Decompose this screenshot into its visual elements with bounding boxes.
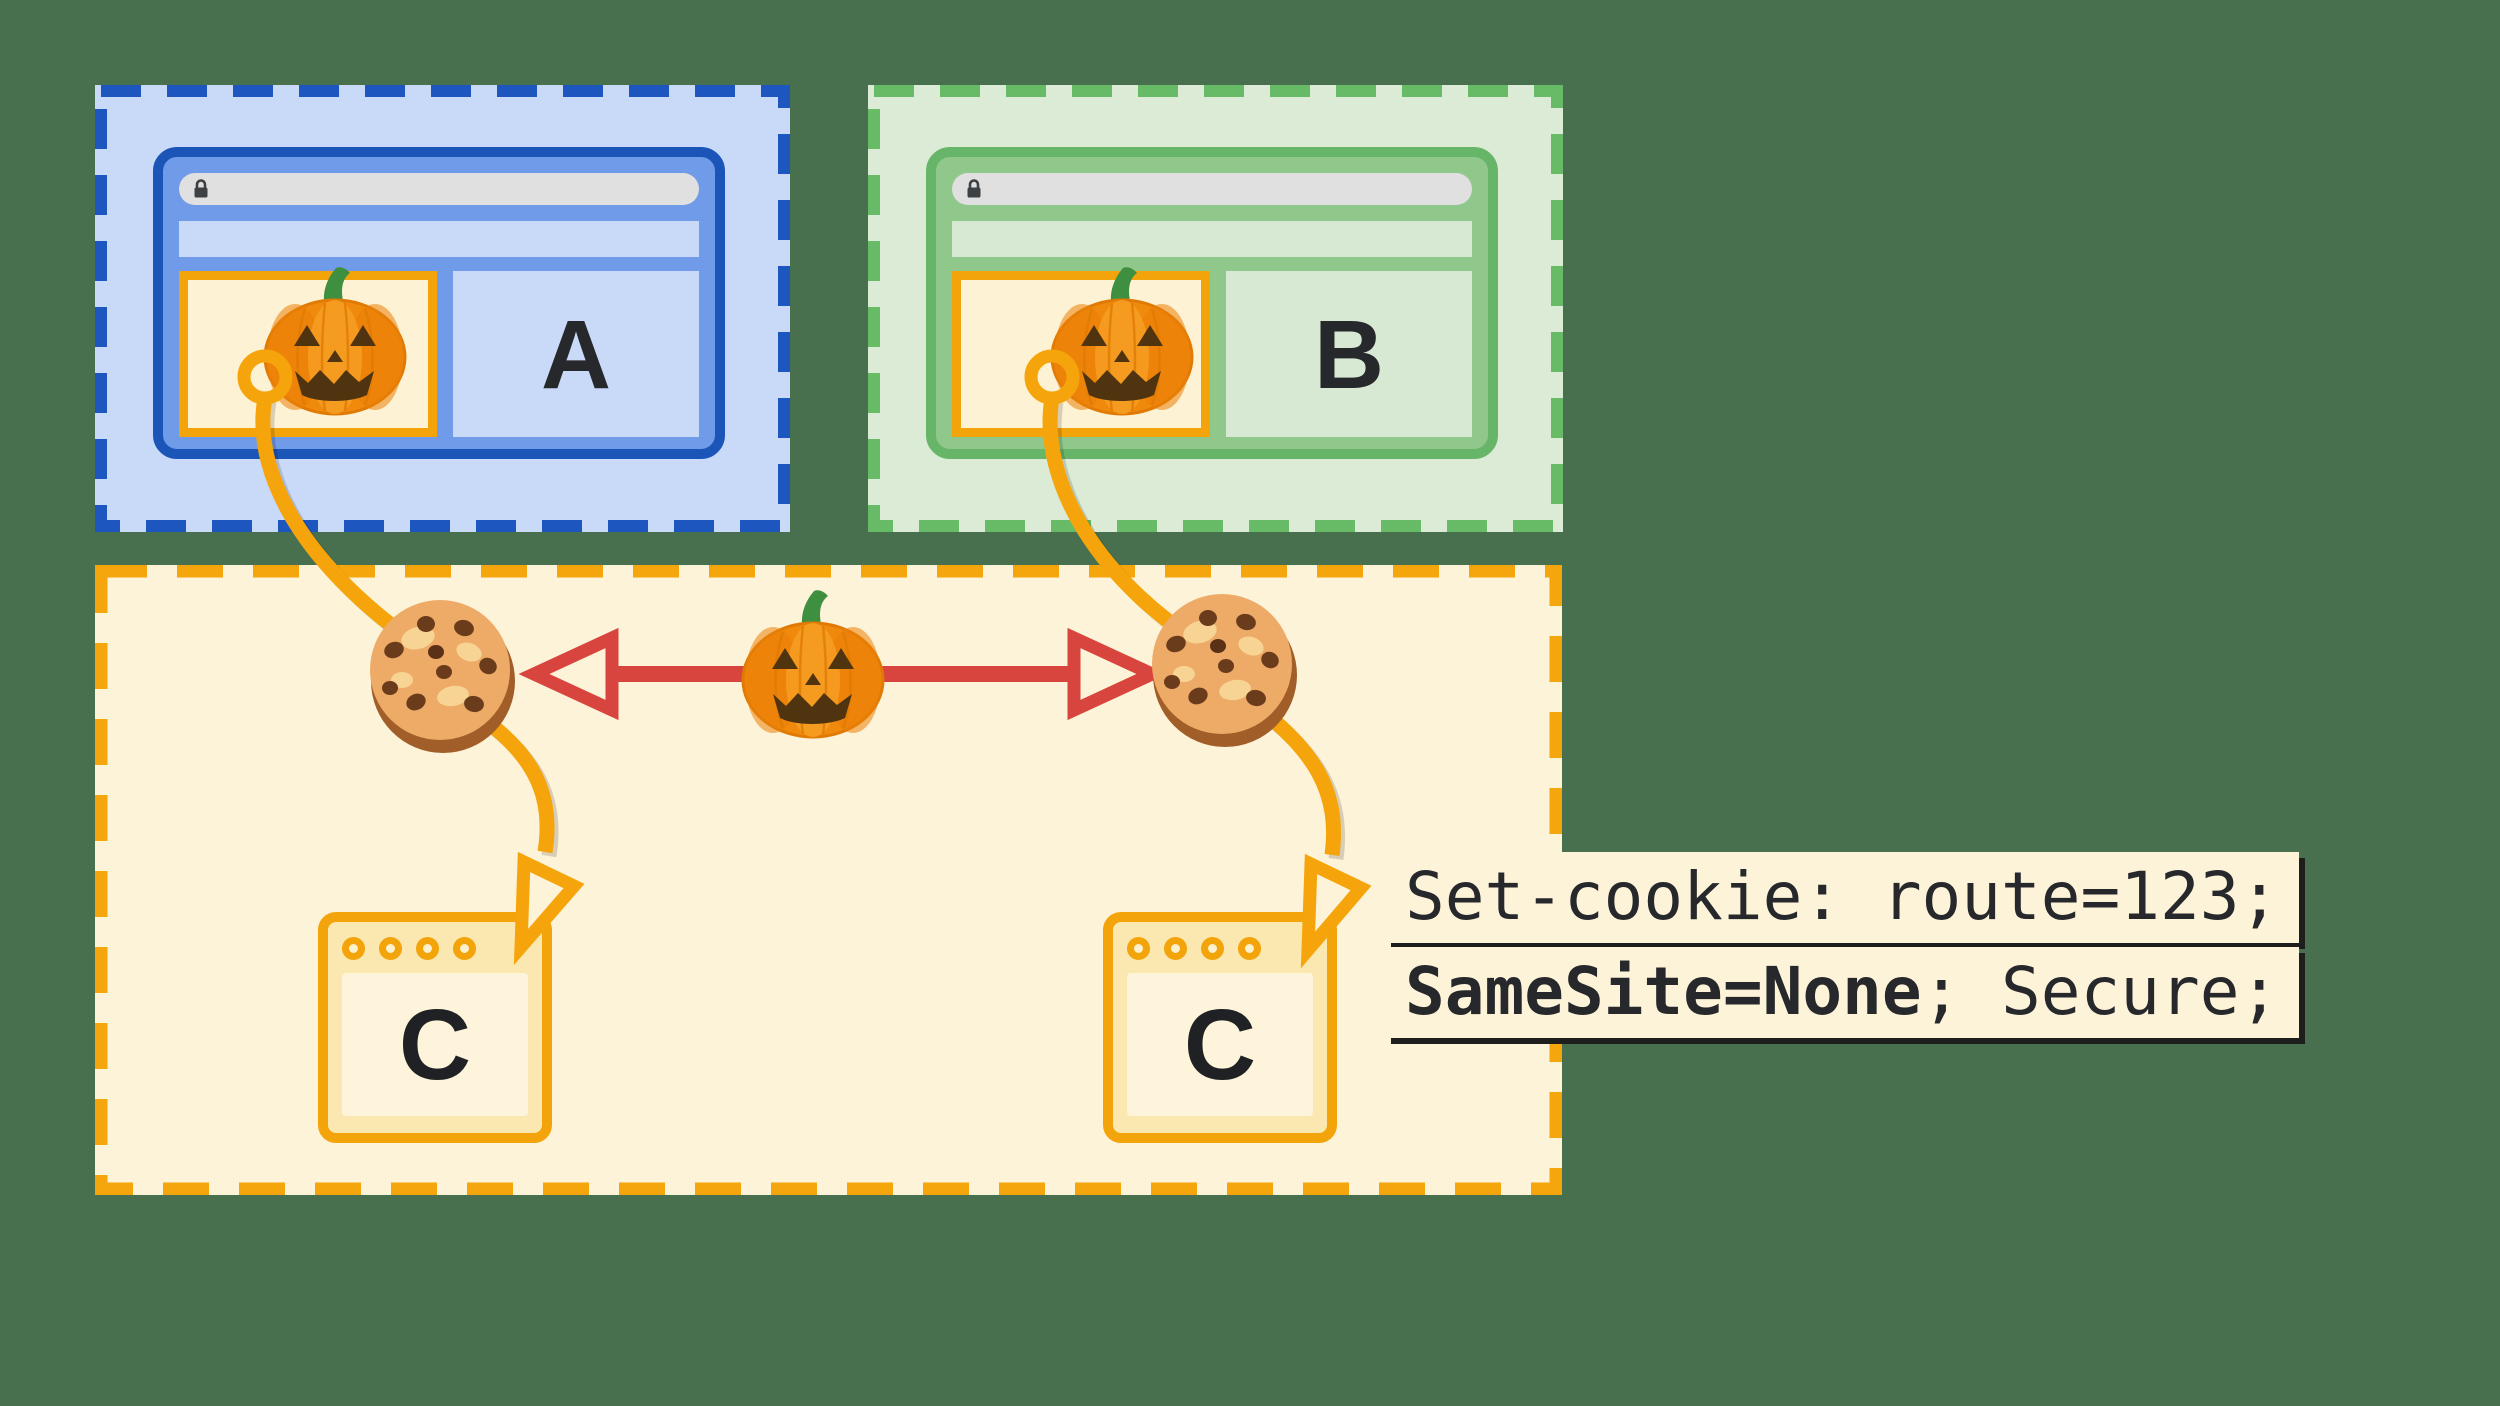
site-a-nav-strip [179, 221, 699, 257]
site-b-browser-window: B [926, 147, 1498, 459]
window-dot [1127, 937, 1150, 960]
secure-text: ; Secure; [1921, 953, 2280, 1030]
third-party-panel-left: C [342, 973, 528, 1116]
site-a-browser-window: A [153, 147, 725, 459]
window-dot [1201, 937, 1224, 960]
window-dot [416, 937, 439, 960]
lock-icon [194, 179, 208, 198]
third-party-zone: C C [95, 565, 1562, 1195]
site-a-url-bar [179, 173, 699, 205]
window-dot [453, 937, 476, 960]
site-b-label: B [1313, 299, 1385, 409]
site-a-iframe [179, 271, 437, 437]
lock-icon [967, 179, 981, 198]
set-cookie-text: Set-cookie: route=123; [1405, 858, 2280, 935]
window-dot [379, 937, 402, 960]
site-a-zone: A [95, 85, 790, 532]
third-party-window-right: C [1103, 912, 1337, 1143]
third-party-window-left: C [318, 912, 552, 1143]
site-b-content: B [1226, 271, 1472, 437]
window-dots [1127, 937, 1261, 960]
site-a-label: A [540, 299, 612, 409]
site-b-nav-strip [952, 221, 1472, 257]
site-a-content: A [453, 271, 699, 437]
site-b-zone: B [868, 85, 1563, 532]
site-b-iframe [952, 271, 1210, 437]
third-party-dashed-border [95, 565, 1562, 1195]
window-dots [342, 937, 476, 960]
third-party-label-left: C [398, 988, 472, 1101]
site-b-url-bar [952, 173, 1472, 205]
window-dot [1164, 937, 1187, 960]
third-party-panel-right: C [1127, 973, 1313, 1116]
window-dot [342, 937, 365, 960]
window-dot [1238, 937, 1261, 960]
set-cookie-header-line2: SameSite=None; Secure; [1385, 947, 2300, 1038]
set-cookie-header-line1: Set-cookie: route=123; [1385, 852, 2300, 943]
third-party-label-right: C [1183, 988, 1257, 1101]
samesite-none-text: SameSite=None [1405, 953, 1922, 1030]
